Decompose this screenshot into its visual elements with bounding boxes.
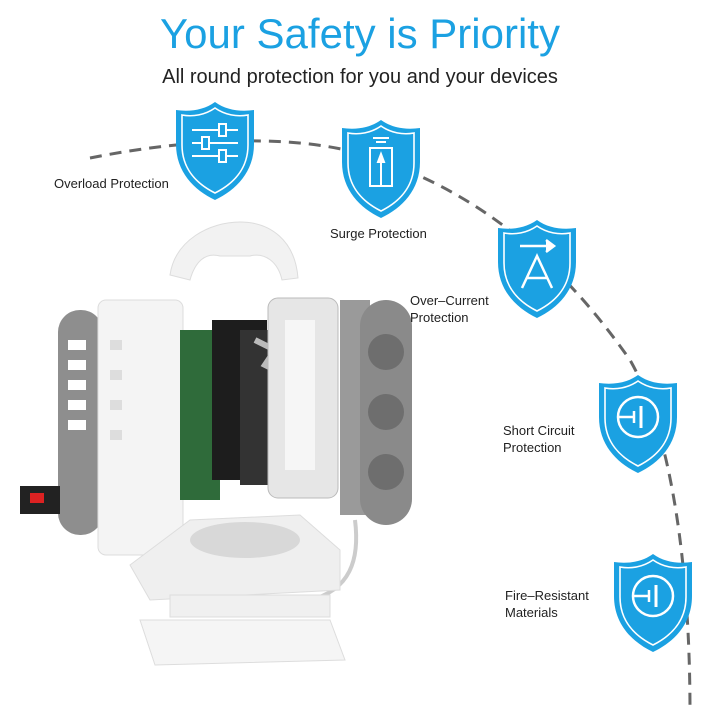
- label-overload-protection: Overload Protection: [54, 176, 169, 191]
- page-subtitle: All round protection for you and your de…: [162, 66, 558, 88]
- circuit-icon: [597, 373, 679, 475]
- label-over-current: Over–Current Protection: [410, 292, 489, 326]
- over-current-shield: [496, 218, 578, 320]
- label-short-circuit: Short Circuit Protection: [503, 422, 575, 456]
- ampere-arrow-icon: [496, 218, 578, 320]
- label-line: Protection: [503, 440, 562, 455]
- overload-shield: [174, 100, 256, 202]
- label-line: Fire–Resistant: [505, 588, 589, 603]
- sliders-icon: [174, 100, 256, 202]
- label-line: Materials: [505, 605, 558, 620]
- label-fire-resistant: Fire–Resistant Materials: [505, 587, 589, 621]
- label-line: Protection: [410, 310, 469, 325]
- label-line: Over–Current: [410, 293, 489, 308]
- surge-icon: [340, 118, 422, 220]
- label-line: Short Circuit: [503, 423, 575, 438]
- label-surge-protection: Surge Protection: [330, 226, 427, 241]
- fire-resistant-shield: [612, 552, 694, 654]
- circuit-icon: [612, 552, 694, 654]
- surge-shield: [340, 118, 422, 220]
- page-title: Your Safety is Priority: [160, 10, 560, 57]
- short-circuit-shield: [597, 373, 679, 475]
